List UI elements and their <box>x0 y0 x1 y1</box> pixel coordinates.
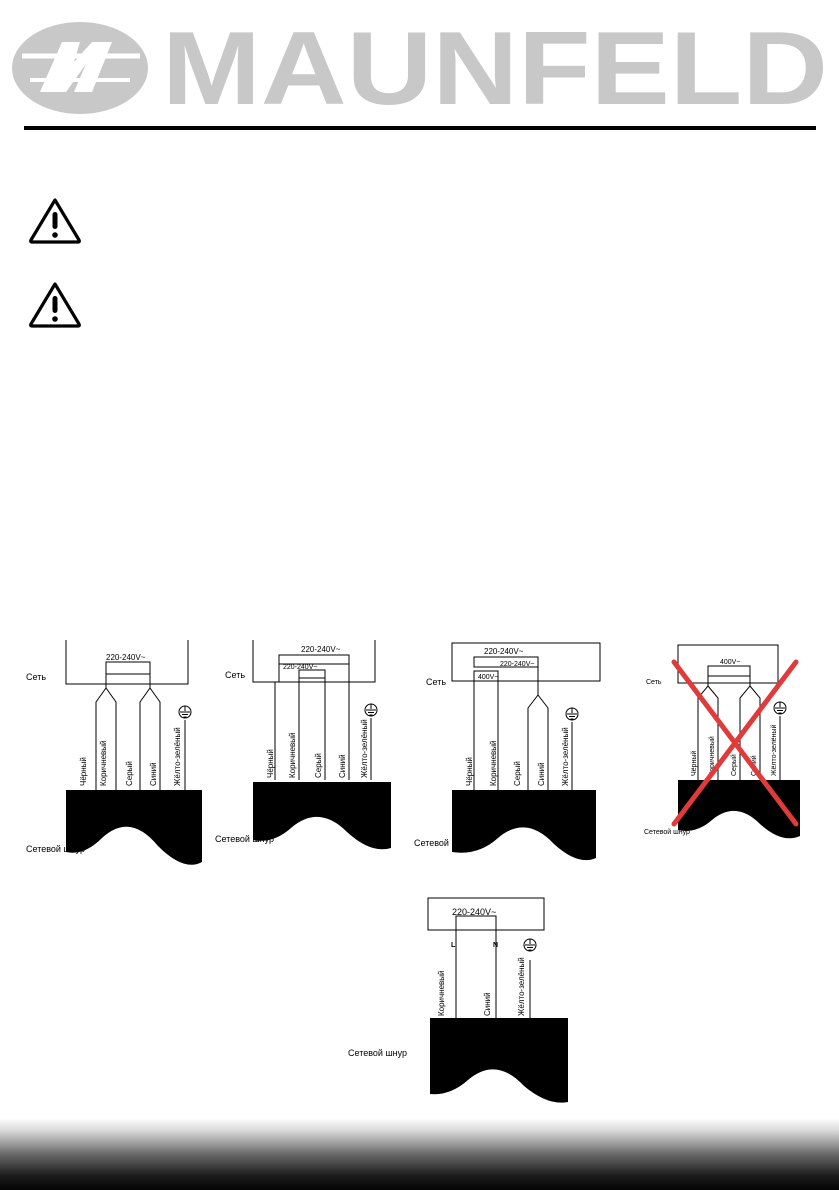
ground-icon <box>773 701 787 715</box>
wire-label: Коричневый <box>288 732 297 778</box>
warning-triangle-icon <box>29 282 81 328</box>
terminal-n-label: N <box>493 942 498 949</box>
cord-label: Сетевой шнур <box>215 834 274 844</box>
wiring-diagram-1: Сеть 220-240V~ Чёрный Коричневый Серый С… <box>26 640 202 865</box>
wiring-diagram-4-incorrect: Сеть 400V~ Чёрный Коричневый Серый Синий… <box>644 644 800 839</box>
wire-label: Серый <box>314 753 323 778</box>
ground-icon <box>565 707 579 721</box>
incorrect-cross-mark <box>671 659 799 827</box>
wiring-diagram-3: Сеть 220-240V~ 220-240V~ 400V~ Чёрный Ко… <box>414 642 601 861</box>
voltage-label: 400V~ <box>720 659 740 666</box>
wire-label: Серый <box>730 754 738 776</box>
wire-label: Чёрный <box>465 757 474 786</box>
ground-icon <box>178 705 192 719</box>
wire-label: Чёрный <box>79 757 88 786</box>
wire-label: Синий <box>338 754 347 778</box>
power-cord <box>66 790 202 865</box>
footer-gradient-bar <box>0 1118 839 1190</box>
wire-label: Синий <box>483 992 492 1016</box>
power-cord <box>253 782 391 850</box>
voltage-label: 220-240V~ <box>452 907 496 917</box>
wire-label: Синий <box>537 762 546 786</box>
mains-label: Сеть <box>225 670 245 680</box>
wiring-diagram-5: 220-240V~ L N Коричневый Синий Жёлто-зел… <box>348 897 568 1103</box>
wire-label: Жёлто-зелёный <box>360 719 369 778</box>
ground-icon <box>523 938 537 952</box>
mains-label: Сеть <box>26 672 46 682</box>
voltage-label: 220-240V~ <box>283 664 317 671</box>
wire-label: Коричневый <box>708 736 716 776</box>
voltage-label: 220-240V~ <box>484 647 524 656</box>
cord-label: Сетевой шнур <box>26 844 85 854</box>
wire-label: Жёлто-зелёный <box>561 727 570 786</box>
warning-triangle-icon <box>29 198 81 244</box>
header-divider <box>24 126 816 130</box>
wire-label: Серый <box>125 761 134 786</box>
mains-label: Сеть <box>426 677 446 687</box>
brand-header: MAUNFELD <box>12 11 828 120</box>
wire-label: Синий <box>149 762 158 786</box>
wire-label: Жёлто-зелёный <box>173 727 182 786</box>
ground-icon <box>364 703 378 717</box>
cord-label: Сетевой шнур <box>348 1048 407 1058</box>
wire-label: Чёрный <box>266 749 275 778</box>
wire-label: Коричневый <box>489 740 498 786</box>
wiring-diagram-2: Сеть 220-240V~ 220-240V~ Чёрный Коричнев… <box>215 640 391 850</box>
wire-label: Коричневый <box>437 970 446 1016</box>
power-cord <box>452 790 596 861</box>
voltage-label: 220-240V~ <box>500 661 534 668</box>
wire-label: Коричневый <box>99 740 108 786</box>
power-cord <box>678 780 800 839</box>
terminal-l-label: L <box>451 942 456 949</box>
wire-label: Жёлто-зелёный <box>770 725 778 776</box>
mains-label: Сеть <box>646 679 662 686</box>
voltage-label: 220-240V~ <box>301 645 341 654</box>
wire-label: Серый <box>513 761 522 786</box>
cord-label: Сетевой шнур <box>414 838 473 848</box>
wire-label: Чёрный <box>690 751 698 776</box>
cord-label: Сетевой шнур <box>644 828 690 836</box>
brand-logo-mark <box>12 22 148 114</box>
voltage-label: 220-240V~ <box>106 653 146 662</box>
power-cord <box>430 1018 568 1103</box>
voltage-label: 400V~ <box>478 674 498 681</box>
brand-name: MAUNFELD <box>162 11 828 120</box>
wire-label: Жёлто-зелёный <box>517 957 526 1016</box>
